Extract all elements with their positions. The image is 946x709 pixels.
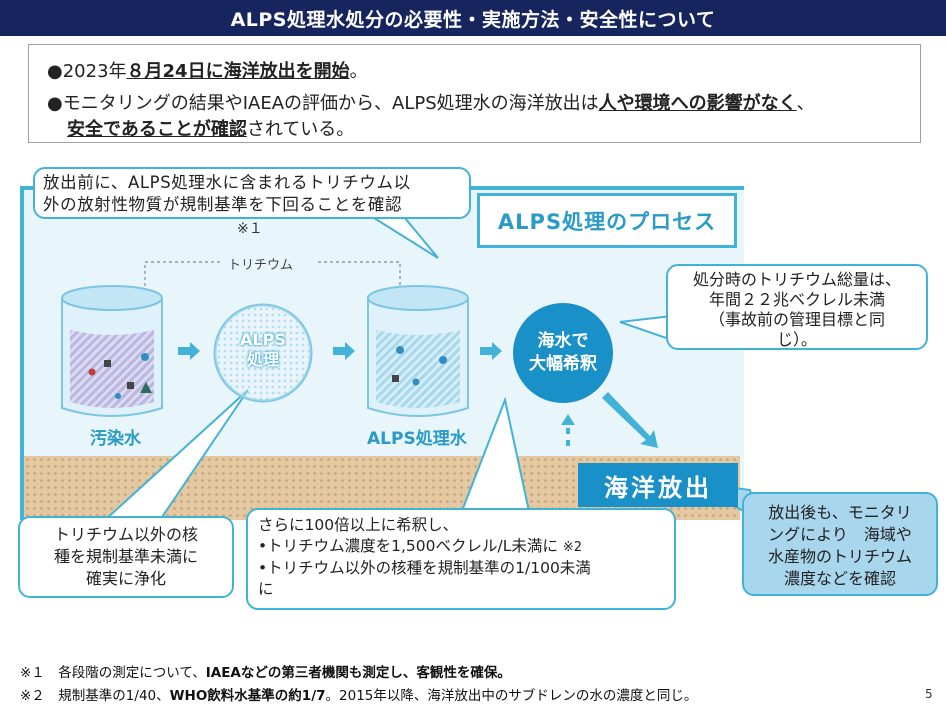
footnote-2-suffix: 。2015年以降、海洋放出中のサブドレンの水の濃度と同じ。 <box>325 688 698 704</box>
treated-water-tank <box>367 285 469 417</box>
summary-line-3-suffix: されている。 <box>246 119 355 140</box>
footnote-2-text: ※２ 規制基準の1/40、 <box>20 688 170 704</box>
callout-bm-line-1: さらに100倍以上に希釈し、 <box>258 516 459 534</box>
callout-bl-line-2: 種を規制基準未満に <box>53 547 198 566</box>
arrow-right-icon <box>333 342 355 360</box>
summary-line-1-prefix: ●2023年 <box>47 61 127 82</box>
summary-line-2: ●モニタリングの結果やIAEAの評価から、ALPS処理水の海洋放出は人や環境への… <box>47 89 815 115</box>
callout-bm-line-2-text: •トリチウム濃度を1,500ベクレル/L未満に <box>258 537 558 555</box>
page-number: 5 <box>925 687 933 701</box>
summary-line-2-emphasis: 人や環境への影響がなく <box>598 93 797 114</box>
note-ref-1: ※１ <box>237 221 263 237</box>
callout-bm-line-2: •トリチウム濃度を1,500ベクレル/L未満に ※2 <box>258 536 664 558</box>
summary-line-1-emphasis: ８月24日に海洋放出を開始 <box>126 61 350 82</box>
callout-bl-line-3: 確実に浄化 <box>85 569 166 588</box>
summary-line-3: 安全であることが確認されている。 <box>67 115 354 141</box>
summary-line-1: ●2023年８月24日に海洋放出を開始。 <box>47 57 368 83</box>
ocean-release-label: 海洋放出 <box>578 463 738 507</box>
callout-bm-line-4: に <box>258 580 274 598</box>
callout-br-line-1: 放出後も、モニタリ <box>768 503 912 522</box>
callout-right-line-1: 処分時のトリチウム総量は、 <box>692 270 901 289</box>
callout-bl-line-1: トリチウム以外の核 <box>53 525 198 544</box>
callout-post-release-monitoring: 放出後も、モニタリ ングにより 海域や 水産物のトリチウム 濃度などを確認 <box>742 492 938 596</box>
dilution-circle-text: 海水で 大幅希釈 <box>513 330 613 376</box>
callout-right-line-2: 年間２２兆ベクレル未満 <box>708 290 885 309</box>
callout-bottom-mid-tail <box>458 396 532 517</box>
footnote-2-emphasis: WHO飲料水基準の約1/7 <box>169 688 326 704</box>
callout-right-tail <box>619 314 673 342</box>
alps-circle-line-2: 処理 <box>246 350 279 369</box>
summary-line-3-emphasis: 安全であることが確認 <box>67 119 247 140</box>
summary-line-2-prefix: ●モニタリングの結果やIAEAの評価から、ALPS処理水の海洋放出は <box>47 93 599 114</box>
callout-annual-tritium: 処分時のトリチウム総量は、 年間２２兆ベクレル未満 （事故前の管理目標と同 じ）… <box>666 264 928 350</box>
arrow-right-icon <box>178 342 200 360</box>
treated-water-label: ALPS処理水 <box>367 429 467 449</box>
alps-treatment-circle <box>213 303 313 403</box>
summary-line-1-suffix: 。 <box>349 61 368 82</box>
callout-right-line-4: じ）。 <box>776 330 817 349</box>
callout-right-line-3: （事故前の管理目標と同 <box>708 310 885 329</box>
alps-circle-text: ALPS 処理 <box>215 330 311 370</box>
footnote-1-text: ※１ 各段階の測定について、 <box>20 665 206 681</box>
summary-box: ●2023年８月24日に海洋放出を開始。 ●モニタリングの結果やIAEAの評価か… <box>28 44 921 143</box>
note-ref-2: ※2 <box>562 540 582 555</box>
dashed-up-arrow-icon <box>561 414 575 446</box>
summary-line-2-suffix: 、 <box>796 93 815 114</box>
callout-purify-nuclides: トリチウム以外の核 種を規制基準未満に 確実に浄化 <box>18 516 234 598</box>
process-title: ALPS処理のプロセス <box>477 193 737 248</box>
callout-top-line-1: 放出前に、ALPS処理水に含まれるトリチウム以 <box>43 173 411 192</box>
dilution-line-1: 海水で <box>537 331 589 351</box>
dilution-line-2: 大幅希釈 <box>529 354 597 374</box>
dilution-circle <box>513 303 613 403</box>
arrow-down-right-icon <box>602 392 658 448</box>
page-title: ALPS処理水処分の必要性・実施方法・安全性について <box>0 0 946 36</box>
callout-top-line-2: 外の放射性物質が規制基準を下回ることを確認 <box>43 195 403 214</box>
alps-circle-line-1: ALPS <box>240 330 286 349</box>
callout-pre-release-check: 放出前に、ALPS処理水に含まれるトリチウム以 外の放射性物質が規制基準を下回る… <box>33 167 471 219</box>
arrow-right-icon <box>480 342 502 360</box>
contaminated-water-label: 汚染水 <box>90 429 141 449</box>
footnote-1: ※１ 各段階の測定について、IAEAなどの第三者機関も測定し、客観性を確保。 <box>20 661 511 681</box>
callout-further-dilution: さらに100倍以上に希釈し、 •トリチウム濃度を1,500ベクレル/L未満に ※… <box>246 508 676 610</box>
callout-br-line-4: 濃度などを確認 <box>783 569 896 588</box>
flow-arrows <box>178 342 658 448</box>
callout-br-line-2: ングにより 海域や <box>768 525 912 544</box>
callout-br-line-3: 水産物のトリチウム <box>767 547 912 566</box>
contaminated-water-tank <box>61 285 163 417</box>
footnote-2: ※２ 規制基準の1/40、WHO飲料水基準の約1/7。2015年以降、海洋放出中… <box>20 684 697 704</box>
tritium-label: トリチウム <box>228 258 294 273</box>
callout-bm-line-3: •トリチウム以外の核種を規制基準の1/100未満 <box>258 559 591 577</box>
footnote-1-emphasis: IAEAなどの第三者機関も測定し、客観性を確保。 <box>205 665 511 681</box>
